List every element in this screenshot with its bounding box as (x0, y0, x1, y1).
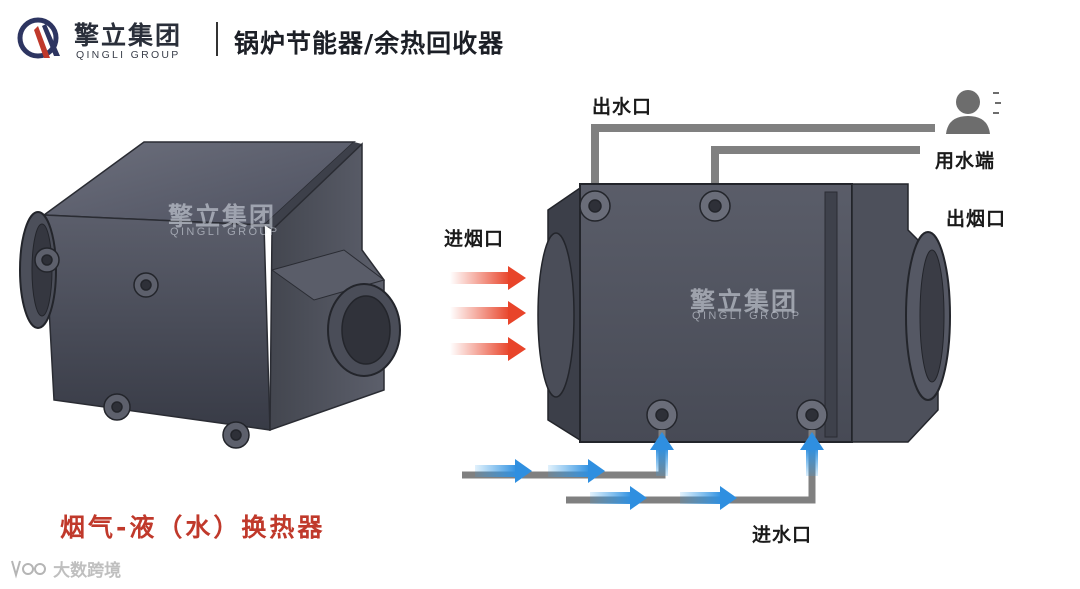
water-user-label: 用水端 (935, 146, 995, 173)
schematic-watermark-en: QINGLI GROUP (692, 310, 801, 322)
brand-logo-icon (16, 16, 70, 62)
water-outlet-label: 出水口 (592, 92, 652, 119)
header: 擎立集团 QINGLI GROUP 锅炉节能器/余热回收器 (0, 0, 1080, 70)
page-title: 锅炉节能器/余热回收器 (234, 24, 504, 60)
smoke-inlet-label: 进烟口 (444, 224, 504, 251)
product-watermark-en: QINGLI GROUP (170, 226, 279, 238)
smoke-outlet-label: 出烟口 (946, 204, 1006, 231)
water-inlet-label: 进水口 (752, 520, 812, 547)
brand-name-cn: 擎立集团 (74, 16, 182, 52)
corner-watermark-text: 大数跨境 (53, 561, 121, 581)
heat-exchanger-3d-illustration (14, 130, 414, 460)
user-icon (946, 90, 1001, 134)
corner-watermark: 大数跨境 (8, 556, 121, 581)
product-caption: 烟气-液（水）换热器 (60, 508, 325, 544)
flue-gas-arrows (450, 266, 526, 361)
header-divider (216, 22, 218, 56)
brand-name-en: QINGLI GROUP (76, 49, 181, 61)
corner-logo-icon (8, 557, 48, 581)
